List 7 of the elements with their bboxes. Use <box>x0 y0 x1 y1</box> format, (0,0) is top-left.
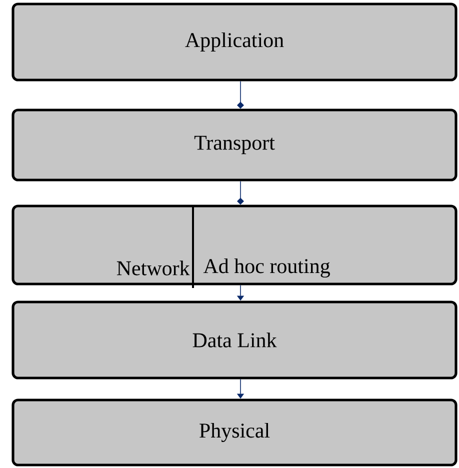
layer-box: Transport <box>12 108 458 182</box>
layer-box: Physical <box>12 398 458 466</box>
layer-box: Network Ad hoc routing <box>12 204 458 288</box>
layer-box: Data Link <box>12 300 458 380</box>
connector-arrow <box>237 80 244 109</box>
layer-box: Application <box>12 2 458 82</box>
connector-arrow <box>237 180 244 205</box>
